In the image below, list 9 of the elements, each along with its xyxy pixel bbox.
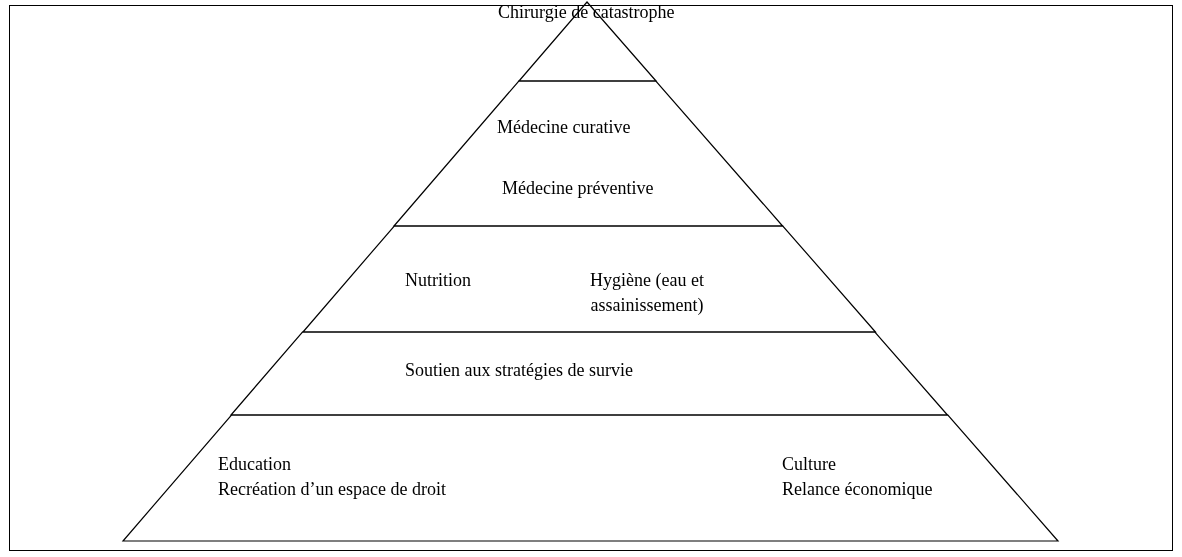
tier-label: Médecine préventive: [502, 177, 654, 200]
tier-label: Soutien aux stratégies de survie: [405, 359, 633, 382]
tier-label: Nutrition: [405, 269, 471, 292]
tier-label: Médecine curative: [497, 116, 631, 139]
tier-label: Culture: [782, 453, 836, 476]
tier-label: Recréation d’un espace de droit: [218, 478, 446, 501]
tier-label: Hygiène (eau et assainissement): [589, 269, 705, 317]
tier-label: Education: [218, 453, 291, 476]
tier-label: Relance économique: [782, 478, 933, 501]
